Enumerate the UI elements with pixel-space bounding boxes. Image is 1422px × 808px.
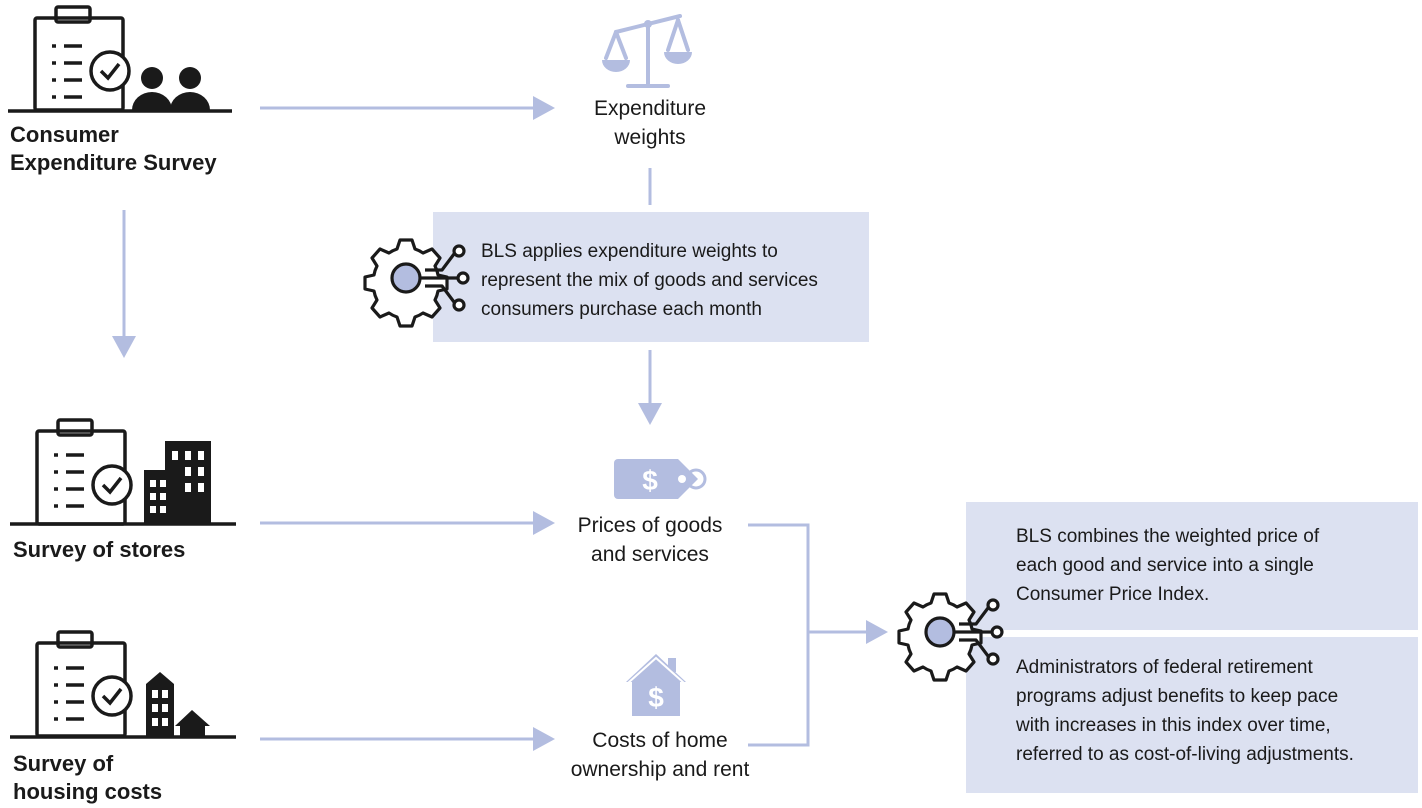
process-text-combine-cpi: BLS combines the weighted price of each … (1016, 526, 1320, 605)
source-label-stores: Survey of stores (13, 537, 186, 562)
process-box-combine-cpi (966, 502, 1418, 630)
svg-text:$: $ (648, 682, 664, 713)
bracket-merge (748, 523, 810, 747)
node-label-prices: Prices of goods and services (577, 514, 723, 566)
clipboard-people-icon (8, 5, 232, 113)
process-box-apply-weights (433, 212, 869, 342)
node-label-expenditure-weights: Expenditure weights (593, 97, 707, 149)
node-label-home-costs: Costs of home ownership and rent (570, 729, 750, 781)
clipboard-houses-icon (10, 630, 236, 739)
source-ces: Consumer Expenditure Survey (0, 0, 250, 185)
gear-process-icon (363, 238, 470, 328)
source-label-housing: Survey of housing costs (13, 751, 163, 804)
process-text-apply-weights: BLS applies expenditure weights to repre… (481, 241, 818, 320)
clipboard-buildings-icon (10, 418, 236, 526)
process-box-retirement-adjust (966, 637, 1418, 793)
gear-process-icon (897, 592, 1004, 682)
house-dollar-icon: $ (626, 654, 686, 716)
price-tag-icon: $ (614, 459, 707, 499)
source-label-ces: Consumer Expenditure Survey (10, 122, 217, 175)
balance-scale-icon (602, 14, 692, 88)
process-text-retirement-adjust: Administrators of federal retirement pro… (1016, 657, 1354, 765)
node-expenditure-weights: Expenditure weights (540, 10, 760, 155)
svg-text:$: $ (642, 465, 658, 496)
node-home-costs: $ Costs of home ownership and rent (540, 652, 780, 792)
node-prices: $ Prices of goods and services (540, 455, 760, 570)
source-stores: Survey of stores (0, 415, 250, 565)
source-housing: Survey of housing costs (0, 628, 250, 808)
